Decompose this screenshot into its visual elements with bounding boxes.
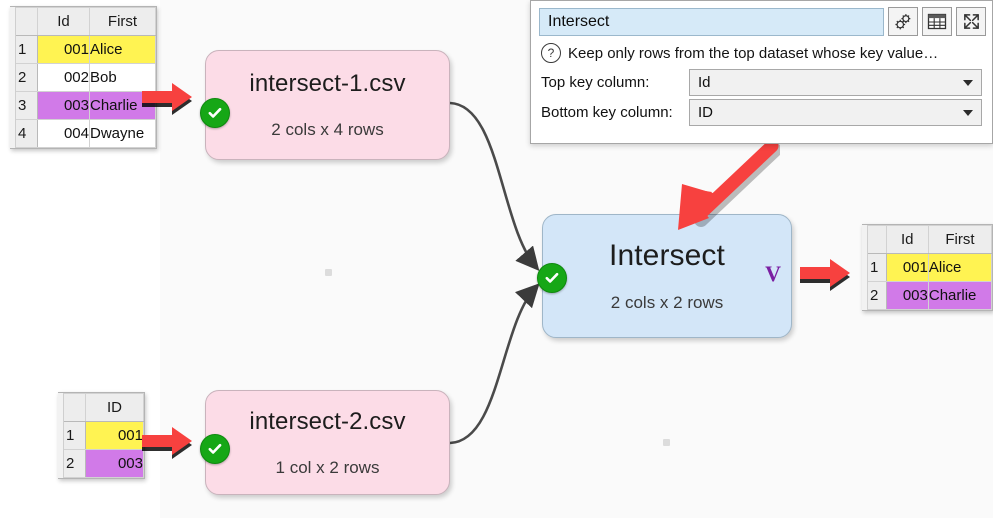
cell-id[interactable]: 001 [85,421,144,450]
grid-dot [663,439,670,446]
cell-id[interactable]: 003 [885,281,929,310]
row-number: 2 [863,281,887,310]
settings-gears-icon[interactable] [888,7,918,36]
corner-cell [863,225,887,254]
cell-first[interactable]: Dwayne [89,119,156,148]
field-label: Bottom key column: [541,104,673,121]
node-transform-intersect[interactable]: Intersect 2 cols x 2 rows V [537,214,792,338]
chevron-down-icon [963,79,973,86]
panel-hint-text: Keep only rows from the top dataset whos… [568,44,939,62]
bottom-key-column-select[interactable]: ID [689,99,982,126]
cell-id[interactable]: 002 [37,63,90,92]
field-bottom-key-column: Bottom key column: ID [531,96,992,126]
row-number: 1 [863,253,887,282]
status-ok-icon [200,434,230,464]
output-table[interactable]: Id First 1 001 Alice 2 003 Charlie [862,224,993,311]
chevron-down-icon [963,109,973,116]
table-row[interactable]: 1 001 Alice [11,35,156,64]
table-row[interactable]: 1 001 Alice [863,253,993,282]
table-row[interactable]: 4 004 Dwayne [11,119,156,148]
table-header-row: Id First [11,7,156,36]
node-source-intersect-1[interactable]: intersect-1.csv 2 cols x 4 rows [200,50,450,160]
node-name-input[interactable]: Intersect [539,7,884,36]
table-row[interactable]: 2 003 Charlie [863,281,993,310]
column-header-id[interactable]: Id [37,7,90,36]
cell-first[interactable]: Alice [927,253,993,282]
cell-id[interactable]: 001 [885,253,929,282]
select-value: ID [698,104,713,121]
node-title: intersect-2.csv [249,407,406,435]
status-ok-icon [537,263,567,293]
grid-dot [325,269,332,276]
input-table-bottom[interactable]: ID 1 001 2 003 [58,392,145,479]
column-header-id[interactable]: Id [885,225,929,254]
cell-id[interactable]: 003 [85,449,144,478]
node-subtitle: 2 cols x 2 rows [610,293,724,312]
node-subtitle: 2 cols x 4 rows [271,120,384,139]
column-header-first[interactable]: First [927,225,993,254]
field-top-key-column: Top key column: Id [531,66,992,96]
table-row[interactable]: 3 003 Charlie [11,91,156,120]
cell-id[interactable]: 001 [37,35,90,64]
table-header-row: ID [59,393,144,422]
table-header-row: Id First [863,225,993,254]
node-title: intersect-1.csv [249,70,406,97]
node-source-intersect-2[interactable]: intersect-2.csv 1 col x 2 rows [200,390,450,495]
input-table-top[interactable]: Id First 1 001 Alice 2 002 Bob 3 003 Cha… [10,6,157,149]
sheet-left-edge [58,393,64,478]
cell-id[interactable]: 003 [37,91,90,120]
node-marker-v[interactable]: V [765,261,781,286]
top-key-column-select[interactable]: Id [689,69,982,96]
sheet-left-edge [10,7,16,148]
cell-first[interactable]: Bob [89,63,156,92]
help-question-icon[interactable]: ? [541,43,561,63]
status-ok-icon [200,98,230,128]
cell-first[interactable]: Charlie [927,281,993,310]
cell-first[interactable]: Charlie [89,91,156,120]
sheet-left-edge [862,225,868,310]
cell-id[interactable]: 004 [37,119,90,148]
panel-hint: ? Keep only rows from the top dataset wh… [531,36,992,66]
properties-panel[interactable]: Intersect [530,0,993,144]
select-value: Id [698,74,711,91]
table-row[interactable]: 1 001 [59,421,144,450]
cell-first[interactable]: Alice [89,35,156,64]
column-header-first[interactable]: First [89,7,156,36]
panel-toolbar: Intersect [531,1,992,36]
column-header-id[interactable]: ID [85,393,144,422]
node-title: Intersect [609,239,725,272]
field-label: Top key column: [541,74,650,91]
table-row[interactable]: 2 003 [59,449,144,478]
table-row[interactable]: 2 002 Bob [11,63,156,92]
expand-icon[interactable] [956,7,986,36]
table-grid-icon[interactable] [922,7,952,36]
node-subtitle: 1 col x 2 rows [275,457,380,477]
